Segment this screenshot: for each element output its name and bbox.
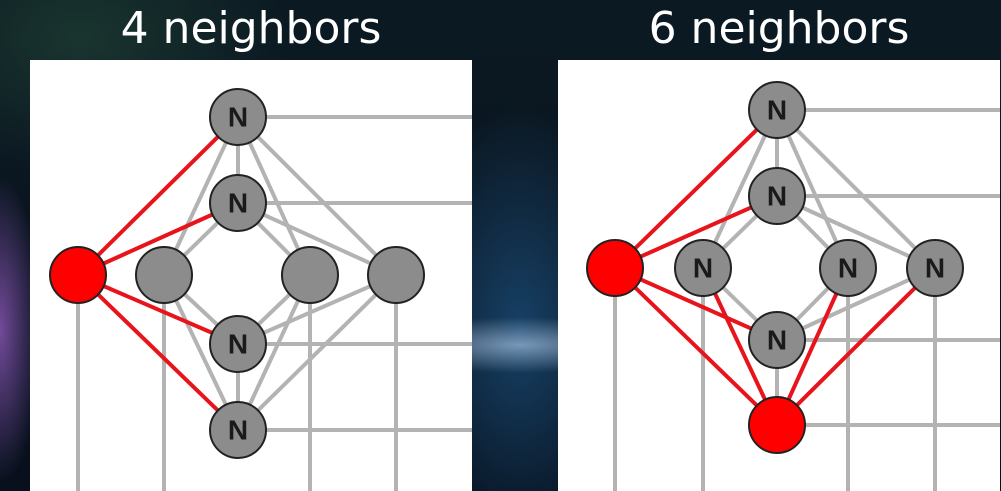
neighbor-node <box>748 81 806 139</box>
neighbor-node <box>209 88 267 146</box>
diagram-4-neighbors: N N N N <box>30 60 472 491</box>
title-4-neighbors: 4 neighbors <box>120 3 382 54</box>
title-6-neighbors: 6 neighbors <box>648 3 910 54</box>
node <box>367 246 425 304</box>
node-label: N <box>767 325 787 356</box>
graph-4-neighbors: N N N N <box>49 88 472 491</box>
neighbor-node <box>209 401 267 459</box>
neighbor-node <box>819 239 877 297</box>
neighbor-node <box>209 174 267 232</box>
nodes: N N N N <box>49 88 425 459</box>
neighbor-node <box>748 167 806 225</box>
node-label: N <box>925 253 945 284</box>
node <box>135 246 193 304</box>
neighbor-node <box>674 239 732 297</box>
node-label: N <box>693 253 713 284</box>
grey-edges <box>613 108 1000 491</box>
center-node <box>49 246 107 304</box>
node-label: N <box>767 181 787 212</box>
neighbor-node <box>906 239 964 297</box>
node-label: N <box>228 102 248 133</box>
grey-edges <box>76 115 472 491</box>
node <box>281 246 339 304</box>
red-edges <box>76 115 240 432</box>
diagram-6-neighbors: N N N N N N <box>558 60 1000 491</box>
node-label: N <box>767 95 787 126</box>
node-label: N <box>228 329 248 360</box>
graph-6-neighbors: N N N N N N <box>586 81 1000 491</box>
center-node-2 <box>748 396 806 454</box>
node-label: N <box>228 188 248 219</box>
neighbor-node <box>748 311 806 369</box>
node-label: N <box>228 415 248 446</box>
nodes: N N N N N N <box>586 81 964 454</box>
node-label: N <box>838 253 858 284</box>
center-node <box>586 239 644 297</box>
neighbor-node <box>209 315 267 373</box>
